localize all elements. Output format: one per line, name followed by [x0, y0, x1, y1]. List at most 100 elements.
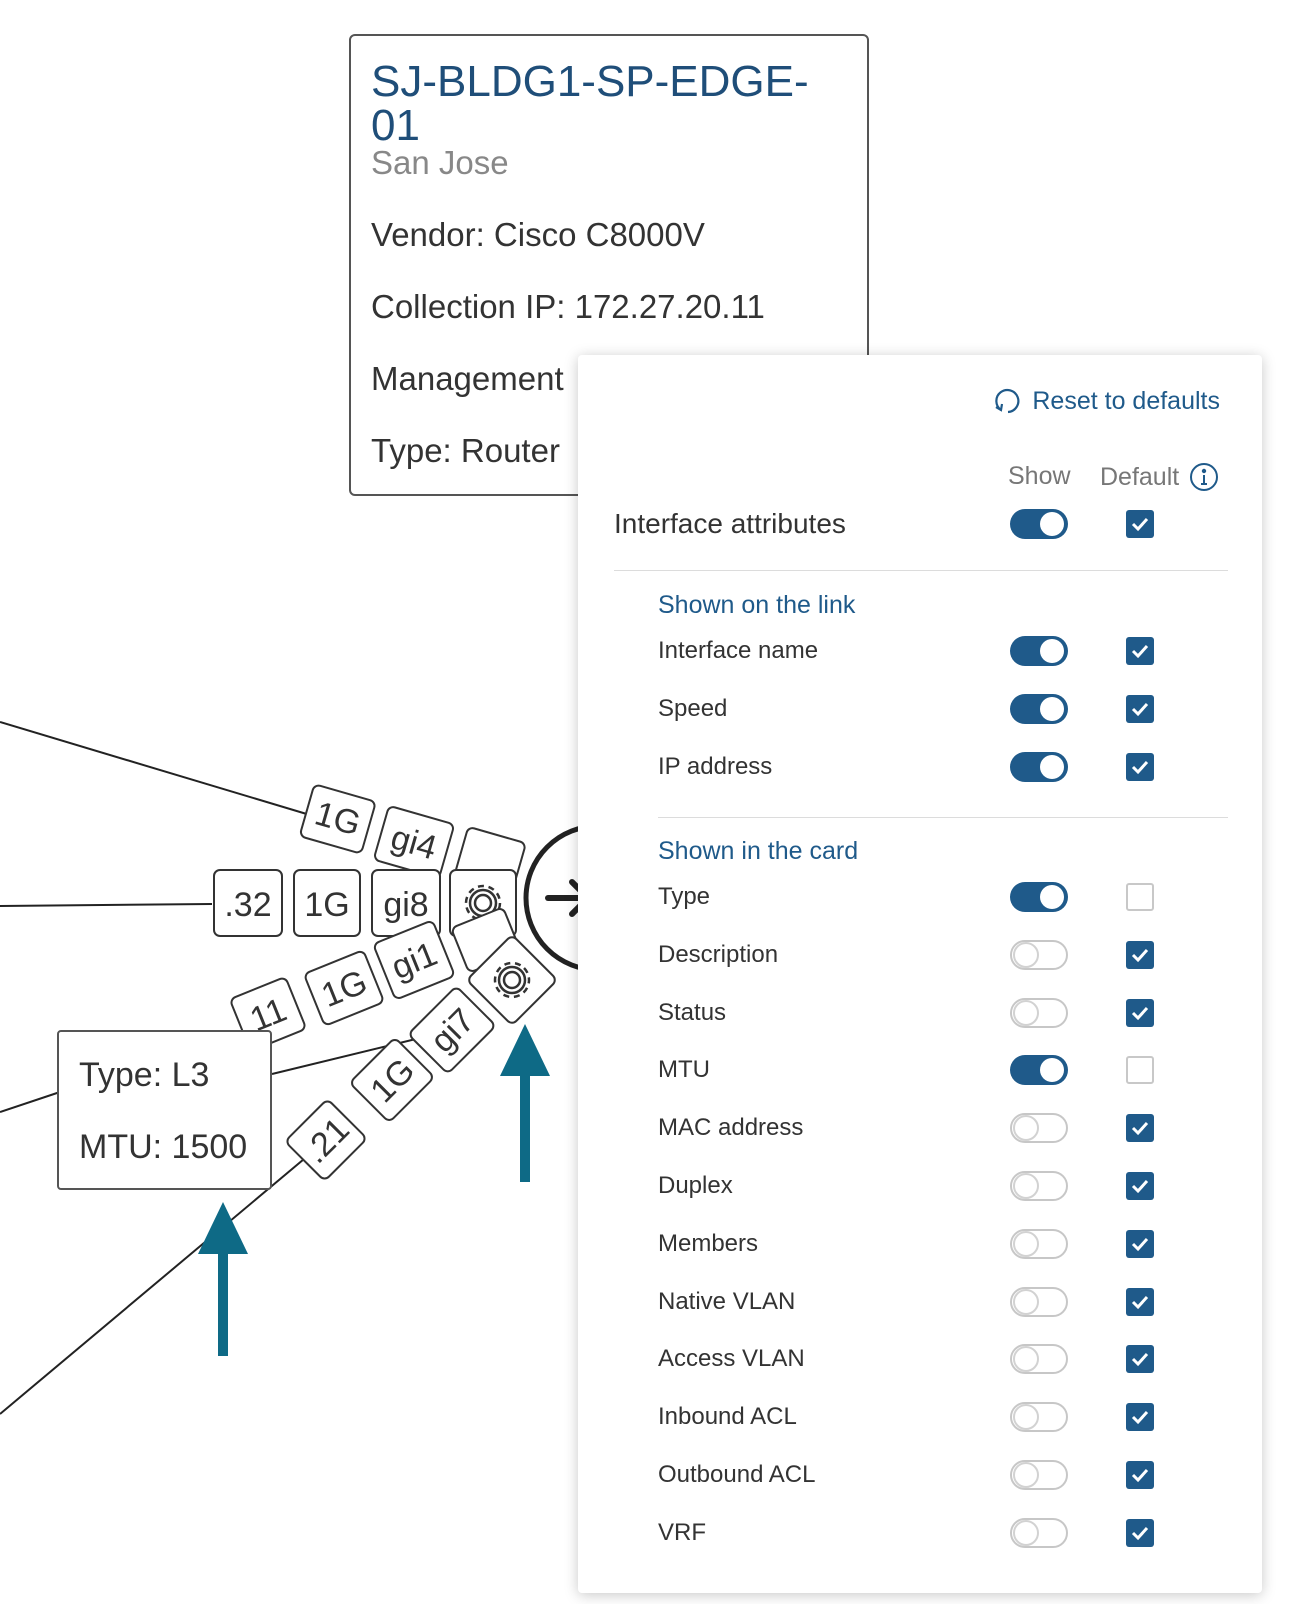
display-settings-panel: Reset to defaults Show Default Interface… — [578, 355, 1262, 1593]
show-toggle-ip-address[interactable] — [1010, 752, 1068, 782]
show-toggle-vrf[interactable] — [1010, 1517, 1068, 1548]
attribute-row-status: Status — [578, 985, 1262, 1041]
device-management: Management — [371, 360, 564, 397]
toggle-knob — [1013, 1519, 1039, 1546]
reset-label: Reset to defaults — [1032, 386, 1220, 415]
attribute-row-mac-address: MAC address — [578, 1100, 1262, 1156]
toggle-knob — [1040, 1058, 1064, 1083]
show-toggle-type[interactable] — [1010, 882, 1068, 912]
show-toggle-inbound-acl[interactable] — [1010, 1402, 1068, 1433]
column-header-show: Show — [1008, 462, 1071, 490]
interface-type: Type: L3 — [79, 1056, 210, 1094]
toggle-knob — [1013, 1288, 1039, 1315]
attribute-row-ip-address: IP address — [578, 739, 1262, 795]
attribute-label: Access VLAN — [658, 1345, 805, 1373]
show-toggle-speed[interactable] — [1010, 694, 1068, 724]
gear-icon — [493, 961, 531, 999]
show-toggle-description[interactable] — [1010, 939, 1068, 970]
attribute-label: MTU — [658, 1056, 710, 1084]
attribute-row-interface-name: Interface name — [578, 623, 1262, 679]
default-checkbox-speed[interactable] — [1126, 695, 1154, 723]
column-header-default: Default — [1100, 462, 1219, 492]
attribute-label: Inbound ACL — [658, 1403, 797, 1431]
link-line — [0, 1091, 61, 1113]
default-checkbox-inbound-acl[interactable] — [1126, 1403, 1154, 1432]
toggle-knob — [1013, 1404, 1039, 1431]
default-checkbox-description[interactable] — [1126, 940, 1154, 969]
default-checkbox-outbound-acl[interactable] — [1126, 1461, 1154, 1489]
toggle-knob — [1013, 1462, 1039, 1488]
show-toggle-status[interactable] — [1010, 997, 1068, 1028]
show-toggle-native-vlan[interactable] — [1010, 1286, 1068, 1317]
toggle-knob — [1040, 639, 1064, 663]
default-checkbox-type[interactable] — [1126, 883, 1154, 911]
attribute-row-native-vlan: Native VLAN — [578, 1274, 1262, 1330]
attribute-row-members: Members — [578, 1216, 1262, 1272]
show-toggle-mtu[interactable] — [1010, 1055, 1068, 1086]
attribute-row-inbound-acl: Inbound ACL — [578, 1389, 1262, 1445]
annotation-arrow — [198, 1202, 248, 1356]
default-checkbox-interface-name[interactable] — [1126, 637, 1154, 665]
section-title: Shown in the card — [658, 837, 859, 865]
info-icon[interactable] — [1189, 462, 1219, 492]
attribute-label: Outbound ACL — [658, 1461, 816, 1488]
device-type: Type: Router — [371, 432, 560, 469]
toggle-knob — [1013, 1115, 1039, 1142]
default-checkbox-mtu[interactable] — [1126, 1056, 1154, 1085]
default-checkbox-interface-attributes[interactable] — [1126, 510, 1154, 538]
link-line — [0, 903, 213, 907]
link-label: gi8 — [383, 886, 428, 924]
attribute-label: Members — [658, 1229, 759, 1257]
attribute-row-description: Description — [578, 927, 1262, 983]
column-header-default-label: Default — [1100, 462, 1180, 491]
link-label: 1G — [304, 886, 349, 924]
toggle-knob — [1013, 1346, 1039, 1373]
attribute-row-interface-attributes: Interface attributes — [578, 496, 1262, 552]
attribute-label: Duplex — [658, 1172, 733, 1199]
default-checkbox-access-vlan[interactable] — [1126, 1345, 1154, 1374]
device-collection-ip: Collection IP: 172.27.20.11 — [371, 288, 765, 325]
link-label: .32 — [224, 886, 271, 924]
attribute-label: Type — [658, 883, 711, 910]
show-toggle-interface-name[interactable] — [1010, 636, 1068, 666]
default-checkbox-native-vlan[interactable] — [1126, 1287, 1154, 1316]
toggle-knob — [1013, 1230, 1039, 1257]
attribute-label: Interface attributes — [614, 508, 846, 539]
attribute-row-access-vlan: Access VLAN — [578, 1331, 1262, 1387]
default-checkbox-duplex[interactable] — [1126, 1172, 1154, 1200]
annotation-arrow — [500, 1024, 550, 1182]
attribute-label: Interface name — [658, 637, 819, 664]
device-vendor: Vendor: Cisco C8000V — [371, 216, 705, 253]
show-toggle-mac-address[interactable] — [1010, 1113, 1068, 1144]
attribute-label: Speed — [658, 695, 728, 722]
toggle-knob — [1040, 885, 1064, 909]
show-toggle-members[interactable] — [1010, 1228, 1068, 1259]
reset-to-defaults-button[interactable]: Reset to defaults — [992, 385, 1220, 417]
attribute-row-speed: Speed — [578, 681, 1262, 737]
show-toggle-access-vlan[interactable] — [1010, 1344, 1068, 1375]
section-title: Shown on the link — [658, 591, 856, 619]
divider — [658, 817, 1228, 818]
attribute-label: Status — [658, 998, 727, 1026]
attribute-row-mtu: MTU — [578, 1042, 1262, 1098]
attribute-label: Native VLAN — [658, 1287, 796, 1315]
toggle-knob — [1040, 512, 1064, 536]
default-checkbox-members[interactable] — [1126, 1229, 1154, 1258]
default-checkbox-status[interactable] — [1126, 998, 1154, 1027]
toggle-knob — [1013, 999, 1039, 1026]
device-hostname[interactable]: SJ-BLDG1-SP-EDGE-01 — [371, 57, 809, 150]
toggle-knob — [1040, 697, 1064, 721]
attribute-label: IP address — [658, 753, 773, 780]
link-line — [0, 1153, 311, 1415]
interface-card: Type: L3 MTU: 1500 — [57, 1030, 272, 1190]
toggle-knob — [1013, 941, 1039, 968]
show-toggle-interface-attributes[interactable] — [1010, 509, 1068, 539]
show-toggle-outbound-acl[interactable] — [1010, 1460, 1068, 1490]
device-site: San Jose — [371, 144, 509, 181]
default-checkbox-ip-address[interactable] — [1126, 753, 1154, 781]
attribute-row-type: Type — [578, 869, 1262, 925]
attribute-row-outbound-acl: Outbound ACL — [578, 1447, 1262, 1503]
default-checkbox-mac-address[interactable] — [1126, 1114, 1154, 1143]
default-checkbox-vrf[interactable] — [1126, 1518, 1154, 1547]
show-toggle-duplex[interactable] — [1010, 1171, 1068, 1201]
